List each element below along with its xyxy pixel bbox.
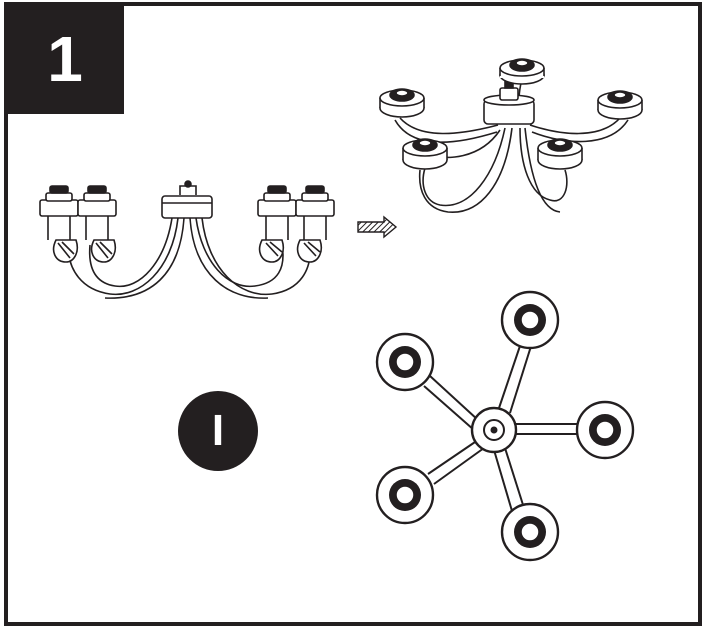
cup-right-back bbox=[597, 90, 643, 120]
part-marker-label: I bbox=[178, 391, 258, 471]
cup-right-front bbox=[537, 138, 583, 170]
cup-top-view-3 bbox=[500, 502, 560, 562]
cup-top-view-2 bbox=[575, 400, 635, 460]
arrow-right-icon bbox=[357, 215, 398, 239]
chandelier-folded-side-view-icon bbox=[39, 180, 335, 299]
cup-top-view-5 bbox=[375, 332, 435, 392]
cup-left-back bbox=[379, 88, 425, 118]
cup-top bbox=[499, 58, 545, 85]
chandelier-top-view-five-arms-icon bbox=[375, 290, 635, 562]
step-number-badge: 1 bbox=[6, 4, 124, 114]
cup-top-view-4 bbox=[375, 465, 435, 525]
cup-left-front bbox=[402, 138, 448, 170]
panel-border bbox=[4, 2, 702, 626]
chandelier-assembled-perspective-icon bbox=[379, 58, 643, 213]
cup-top-view-1 bbox=[500, 290, 560, 350]
